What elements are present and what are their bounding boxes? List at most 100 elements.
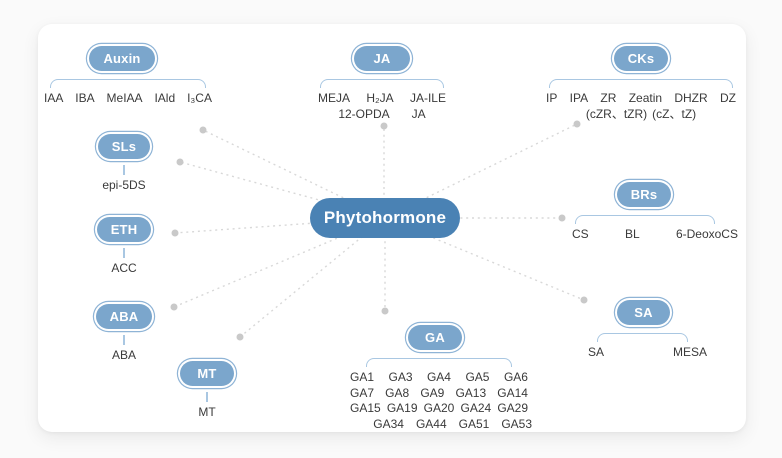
ga-items-row2: GA7 GA8 GA9 GA13 GA14 bbox=[350, 386, 528, 402]
ga-item: GA19 bbox=[386, 401, 418, 415]
phytohormone-center-node: Phytohormone bbox=[310, 198, 460, 238]
ga-bracket bbox=[366, 358, 512, 367]
sa-item: SA bbox=[588, 345, 605, 359]
aba-connector bbox=[123, 335, 125, 345]
connector-dot-auxin bbox=[199, 126, 207, 134]
auxin-item: I₃CA bbox=[187, 91, 212, 105]
cks-item: Zeatin bbox=[628, 91, 663, 105]
ga-item: GA44 bbox=[415, 416, 447, 431]
ga-item: GA13 bbox=[455, 385, 487, 400]
ga-item: GA1 bbox=[350, 370, 375, 384]
sls-item: epi-5DS bbox=[102, 178, 146, 192]
cks-item: (cZ、tZ) bbox=[652, 106, 697, 121]
ga-item: GA14 bbox=[497, 385, 528, 400]
ga-item: GA6 bbox=[503, 370, 528, 384]
connector-dot-brs bbox=[558, 214, 566, 222]
ga-item: GA20 bbox=[423, 401, 455, 415]
ga-group: GA GA1 GA3 GA4 GA5 GA6 GA7 GA8 GA9 GA13 … bbox=[350, 325, 532, 432]
connector-dot-mt bbox=[236, 333, 244, 341]
brs-items: CS BL 6-DeoxoCS bbox=[572, 227, 738, 243]
sls-items: epi-5DS bbox=[88, 178, 160, 194]
connector-line-mt bbox=[239, 217, 386, 338]
aba-node: ABA bbox=[95, 304, 153, 329]
ga-item: GA53 bbox=[501, 416, 532, 431]
auxin-item: IAld bbox=[154, 91, 176, 105]
brs-bracket bbox=[575, 215, 715, 224]
ga-item: GA29 bbox=[497, 401, 528, 415]
connector-line-auxin bbox=[202, 129, 386, 219]
ga-items-row1: GA1 GA3 GA4 GA5 GA6 bbox=[350, 370, 528, 386]
cks-item: IPA bbox=[569, 91, 589, 105]
sa-bracket bbox=[597, 333, 688, 342]
cks-item: DHZR bbox=[674, 91, 708, 105]
ja-group: JA MEJA H₂JA JA-ILE 12-OPDA JA bbox=[318, 46, 446, 122]
ga-item: GA7 bbox=[350, 385, 375, 400]
sls-node: SLs bbox=[97, 134, 151, 159]
sa-group: SA SA MESA bbox=[588, 300, 707, 361]
mt-items: MT bbox=[172, 405, 242, 421]
ga-items-row3: GA15 GA19 GA20 GA24 GA29 bbox=[350, 401, 528, 417]
cks-item: (cZR、tZR) bbox=[585, 106, 648, 121]
connector-dot-sls bbox=[176, 158, 184, 166]
cks-items-row2: (cZR、tZR) (cZ、tZ) bbox=[546, 107, 736, 123]
mt-group: MT MT bbox=[172, 361, 242, 421]
ga-item: GA24 bbox=[460, 401, 492, 415]
sa-items: SA MESA bbox=[588, 345, 707, 361]
ja-items-row1: MEJA H₂JA JA-ILE bbox=[318, 91, 446, 107]
mt-node: MT bbox=[180, 361, 234, 386]
auxin-items: IAA IBA MeIAA IAld I₃CA bbox=[44, 91, 212, 107]
connector-dot-ja bbox=[380, 122, 388, 130]
ja-item: MEJA bbox=[318, 91, 351, 105]
brs-item: 6-DeoxoCS bbox=[675, 227, 738, 241]
connector-dot-sa bbox=[580, 296, 588, 304]
sls-connector bbox=[123, 165, 125, 175]
sa-node: SA bbox=[617, 300, 670, 325]
ga-item: GA4 bbox=[426, 370, 451, 384]
auxin-item: IBA bbox=[75, 91, 95, 105]
cks-bracket bbox=[549, 79, 733, 88]
ja-item: JA-ILE bbox=[409, 91, 446, 105]
eth-connector bbox=[123, 248, 125, 258]
brs-node: BRs bbox=[616, 182, 672, 207]
ja-items-row2: 12-OPDA JA bbox=[318, 107, 446, 123]
ga-item: GA9 bbox=[420, 385, 445, 400]
ga-node: GA bbox=[408, 325, 462, 350]
ga-item: GA5 bbox=[465, 370, 490, 384]
aba-item: ABA bbox=[111, 348, 136, 362]
brs-group: BRs CS BL 6-DeoxoCS bbox=[572, 182, 738, 243]
auxin-node: Auxin bbox=[89, 46, 155, 71]
connector-dot-cks bbox=[573, 120, 581, 128]
cks-item: IP bbox=[546, 91, 558, 105]
sls-group: SLs epi-5DS bbox=[88, 134, 160, 194]
auxin-item: IAA bbox=[44, 91, 64, 105]
ja-item: H₂JA bbox=[366, 91, 394, 105]
auxin-bracket bbox=[50, 79, 206, 88]
mt-connector bbox=[206, 392, 208, 402]
ja-node: JA bbox=[354, 46, 410, 71]
cks-item: DZ bbox=[719, 91, 736, 105]
ga-item: GA51 bbox=[458, 416, 490, 431]
cks-items-row1: IP IPA ZR Zeatin DHZR DZ bbox=[546, 91, 736, 107]
ja-item: JA bbox=[411, 106, 426, 121]
sa-item: MESA bbox=[672, 345, 707, 359]
ga-item: GA8 bbox=[385, 385, 410, 400]
ja-bracket bbox=[320, 79, 444, 88]
ga-item: GA3 bbox=[388, 370, 413, 384]
eth-node: ETH bbox=[96, 217, 152, 242]
eth-items: ACC bbox=[88, 261, 160, 277]
ga-items-row4: GA34 GA44 GA51 GA53 bbox=[354, 417, 532, 433]
eth-item: ACC bbox=[111, 261, 137, 275]
connector-dot-eth bbox=[171, 229, 179, 237]
connector-dot-ga bbox=[381, 307, 389, 315]
ja-item: 12-OPDA bbox=[338, 106, 390, 121]
ga-item: GA15 bbox=[350, 401, 381, 415]
auxin-group: Auxin IAA IBA MeIAA IAld I₃CA bbox=[44, 46, 212, 107]
aba-items: ABA bbox=[88, 348, 160, 364]
cks-node: CKs bbox=[613, 46, 669, 71]
ga-item: GA34 bbox=[373, 416, 404, 431]
aba-group: ABA ABA bbox=[88, 304, 160, 364]
cks-group: CKs IP IPA ZR Zeatin DHZR DZ (cZR、tZR) (… bbox=[546, 46, 736, 122]
eth-group: ETH ACC bbox=[88, 217, 160, 277]
cks-item: ZR bbox=[600, 91, 617, 105]
